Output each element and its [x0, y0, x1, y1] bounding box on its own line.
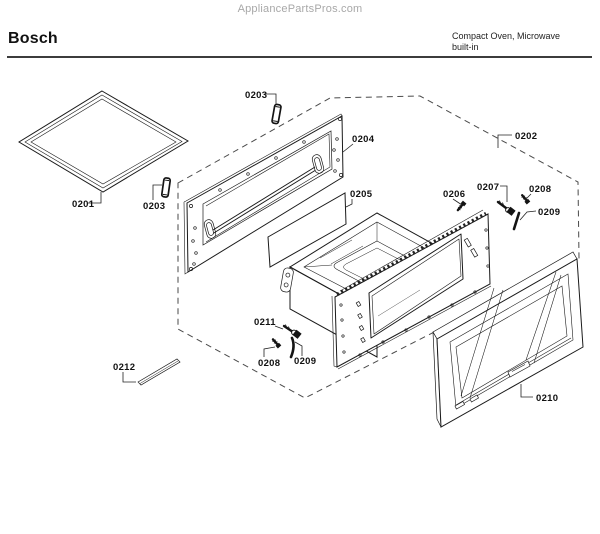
part-0211-hinge [282, 324, 302, 339]
part-0212-trim-strip [137, 358, 181, 386]
callout-0208-top: 0208 [529, 184, 551, 195]
part-0209-pin-top [512, 211, 521, 231]
part-0202-enclosure-outline [177, 95, 580, 399]
brand-title: Bosch [8, 30, 58, 47]
callout-labels: 0201 0203 0203 0204 0202 0205 0206 0207 … [72, 90, 560, 404]
callout-0206: 0206 [443, 189, 465, 200]
part-0201-tray [18, 90, 189, 193]
callout-0209-top: 0209 [538, 207, 560, 218]
callout-leaders [88, 93, 537, 398]
callout-0208-bottom: 0208 [258, 358, 280, 369]
part-0206-screw [456, 200, 467, 212]
part-0203-spacer-top [271, 103, 282, 125]
model-line2: built-in [452, 42, 479, 52]
part-0207-hinge [496, 200, 516, 216]
part-0203-spacer-left [160, 177, 172, 198]
cavity-front-panel [331, 209, 492, 370]
hardware-bottom-cluster [271, 324, 302, 359]
callout-0201: 0201 [72, 199, 95, 210]
callout-0207: 0207 [477, 182, 499, 193]
callout-0211: 0211 [254, 317, 276, 328]
hardware-top-cluster [456, 194, 531, 231]
part-0205-glass-panel [267, 192, 347, 268]
callout-0203-left: 0203 [143, 201, 165, 212]
model-line1: Compact Oven, Microwave [452, 31, 561, 41]
callout-0204: 0204 [352, 134, 375, 145]
header-divider [7, 56, 592, 58]
callout-0210: 0210 [536, 393, 558, 404]
part-0208-screw-bottom [271, 338, 282, 349]
callout-0209-bottom: 0209 [294, 356, 316, 367]
callout-0203-top: 0203 [245, 90, 267, 101]
part-0209-pin-bottom [289, 336, 295, 359]
part-0204-frame [183, 113, 344, 275]
callout-0205: 0205 [350, 189, 373, 200]
site-watermark: AppliancePartsPros.com [237, 3, 363, 15]
model-description: Compact Oven, Microwave built-in [452, 31, 560, 53]
part-0210-door [432, 251, 584, 428]
callout-0202: 0202 [515, 131, 537, 142]
callout-0212: 0212 [113, 362, 135, 373]
